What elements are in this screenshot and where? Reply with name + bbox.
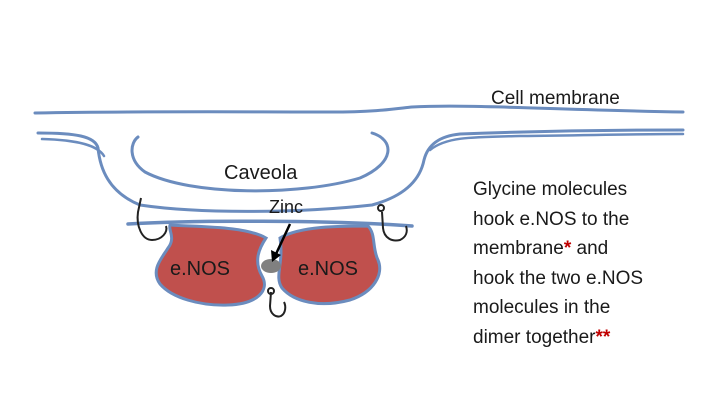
description-line: dimer together** [473, 323, 713, 353]
glycine-hook-bottom [268, 291, 287, 318]
description-line: membrane* and [473, 234, 713, 264]
glycine-hook-left [136, 197, 168, 242]
enos-left-protein [154, 223, 269, 307]
enos-left-label: e.NOS [170, 258, 231, 280]
description-text: and [571, 238, 609, 259]
description-text: Glycine molecules hook e.NOS to the memb… [473, 175, 713, 352]
cell-membrane-label: Cell membrane [491, 88, 620, 109]
description-line: hook e.NOS to the [473, 208, 630, 230]
description-text: membrane [473, 238, 564, 259]
zinc-ion [261, 259, 281, 273]
arrow-head [271, 250, 281, 262]
glycine-hook-bottom [267, 287, 275, 295]
enos-right-protein [277, 224, 382, 306]
description-line: Glycine molecules [473, 179, 628, 200]
zinc-pointer-arrow [274, 223, 292, 255]
enos-right-label: e.NOS [298, 258, 359, 280]
asterisk-marker: * [563, 238, 572, 259]
caveola-line [40, 137, 106, 158]
zinc-label: Zinc [269, 197, 304, 217]
caveola-line [126, 219, 414, 228]
description-line: molecules in the [473, 297, 611, 318]
membrane-inner-line [36, 128, 685, 213]
double-asterisk-marker: ** [595, 326, 611, 348]
membrane-outer-line [33, 104, 685, 115]
glycine-hook-right [377, 204, 385, 212]
caveola-label: Caveola [224, 162, 298, 184]
caveola-line [130, 131, 390, 193]
description-text: dimer together [473, 326, 596, 348]
description-line: hook the two e.NOS [473, 267, 644, 289]
caveola-line [428, 132, 685, 152]
glycine-hook-right [381, 211, 408, 242]
